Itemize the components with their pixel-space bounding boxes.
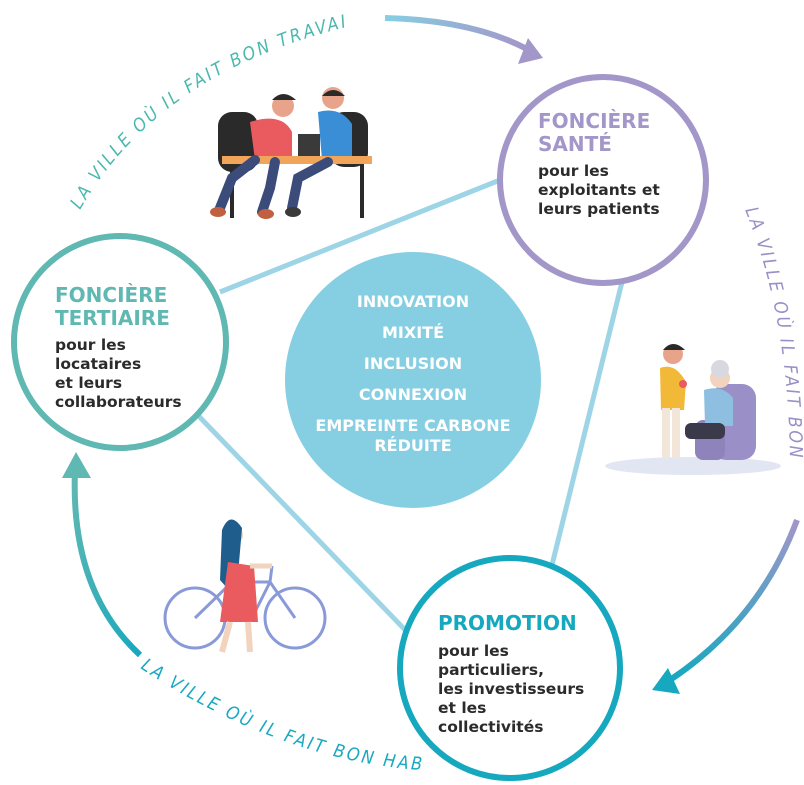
arrow-top-curve <box>384 15 527 51</box>
node-promotion-sub-line: particuliers, <box>438 661 545 679</box>
node-promotion-circle <box>397 555 623 781</box>
illustration-bicycle <box>163 519 327 653</box>
node-promotion-sub-line: et les <box>438 699 487 717</box>
connectors <box>186 175 625 637</box>
cycle-arrows <box>62 15 800 694</box>
node-sante-sub-line: leurs patients <box>538 200 660 218</box>
node-tertiaire-sub-line: pour les <box>55 336 126 354</box>
node-sante-subtitle: pour les exploitants et leurs patients <box>538 162 660 219</box>
node-tertiaire-sub-line: locataires <box>55 355 142 373</box>
node-sante-sub-line: exploitants et <box>538 181 660 199</box>
arrow-top-head <box>518 38 543 64</box>
node-tertiaire-sub-line: collaborateurs <box>55 393 182 411</box>
arrow-left-head <box>62 452 91 478</box>
center-value-mixite: MIXITÉ <box>381 323 444 342</box>
connector-tertiaire-sante <box>219 175 506 295</box>
center-value-reduite: RÉDUITE <box>374 436 452 455</box>
arrow-right-head <box>652 668 680 694</box>
node-sante-circle <box>497 74 709 286</box>
node-tertiaire-title: FONCIÈRE TERTIAIRE <box>55 284 170 330</box>
node-promotion-subtitle: pour les particuliers, les investisseurs… <box>438 642 584 737</box>
node-sante-title: FONCIÈRE SANTÉ <box>538 110 650 156</box>
arrow-left-curve <box>71 469 143 658</box>
node-tertiaire-subtitle: pour les locataires et leurs collaborate… <box>55 336 182 412</box>
center-values-list: INNOVATION MIXITÉ INCLUSION CONNEXION EM… <box>288 292 538 467</box>
node-promotion-title: PROMOTION <box>438 612 577 635</box>
node-sante-sub-line: pour les <box>538 162 609 180</box>
node-tertiaire-title-line2: TERTIAIRE <box>55 306 170 330</box>
node-promotion-sub-line: pour les <box>438 642 509 660</box>
illustration-coworkers <box>210 87 372 219</box>
center-circle <box>285 252 541 508</box>
center-value-innovation: INNOVATION <box>356 292 470 311</box>
center-value-inclusion: INCLUSION <box>363 354 463 373</box>
node-tertiaire-circle <box>11 233 229 451</box>
connector-sante-promotion <box>549 281 625 566</box>
connector-tertiaire-promotion <box>186 403 412 637</box>
node-promotion-sub-line: les investisseurs <box>438 680 585 698</box>
node-tertiaire-title-line1: FONCIÈRE <box>55 283 168 307</box>
node-sante-title-line2: SANTÉ <box>538 132 612 156</box>
node-tertiaire-sub-line: et leurs <box>55 374 123 392</box>
center-value-connexion: CONNEXION <box>358 385 468 404</box>
illustration-caregiver <box>605 344 781 475</box>
center-value-empreinte-carbone: EMPREINTE CARBONE <box>315 416 511 435</box>
node-promotion-sub-line: collectivités <box>438 718 544 736</box>
arrow-right-curve <box>668 518 800 683</box>
node-sante-title-line1: FONCIÈRE <box>538 109 651 133</box>
node-promotion-title-text: PROMOTION <box>438 611 577 635</box>
